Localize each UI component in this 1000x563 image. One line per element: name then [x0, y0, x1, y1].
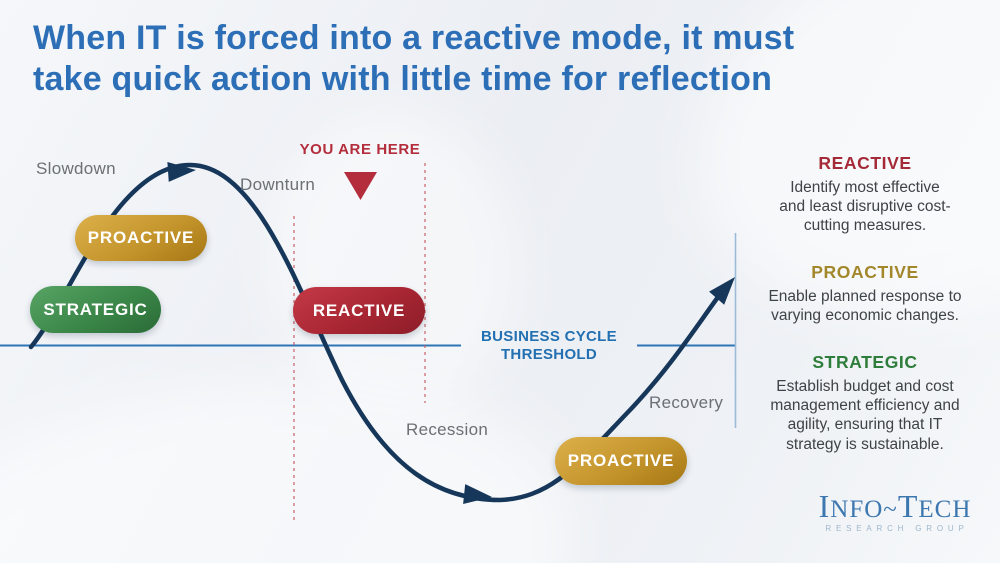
business-cycle-threshold-label: BUSINESS CYCLE THRESHOLD: [481, 328, 617, 363]
legend-reactive-heading: REACTIVE: [818, 153, 912, 173]
info-tech-logo-wordmark: INFO~TECH: [818, 488, 972, 524]
legend-proactive-heading: PROACTIVE: [811, 262, 919, 282]
legend-strategic-text: Establish budget and cost management eff…: [770, 378, 960, 453]
pill-reactive: REACTIVE: [293, 287, 425, 334]
pill-strategic: STRATEGIC: [30, 286, 161, 333]
legend-reactive-text: Identify most effective and least disrup…: [779, 179, 951, 235]
you-are-here-label: YOU ARE HERE: [299, 141, 421, 158]
stage-label-recovery: Recovery: [649, 393, 724, 412]
stage-label-slowdown: Slowdown: [36, 159, 116, 178]
curve-arrow-end-icon: [709, 277, 735, 305]
page-title: When IT is forced into a reactive mode, …: [33, 19, 795, 98]
you-are-here-triangle-icon: [344, 172, 377, 200]
business-cycle-curve: [28, 162, 721, 503]
legend-strategic: STRATEGIC Establish budget and cost mana…: [753, 352, 977, 454]
legend-reactive: REACTIVE Identify most effective and lea…: [753, 153, 977, 236]
legend-strategic-heading: STRATEGIC: [812, 352, 918, 372]
pill-proactive-slowdown: PROACTIVE: [75, 215, 207, 261]
curve-arrow-peak-icon: [167, 161, 196, 182]
stage-label-downturn: Downturn: [240, 175, 316, 194]
legend-proactive: PROACTIVE Enable planned response to var…: [753, 262, 977, 325]
info-tech-logo: INFO~TECH RESEARCH GROUP: [810, 490, 980, 533]
pill-proactive-recovery: PROACTIVE: [555, 437, 687, 485]
curve-arrow-trough-icon: [463, 484, 492, 505]
legend-proactive-text: Enable planned response to varying econo…: [768, 288, 962, 325]
stage-label-recession: Recession: [406, 420, 489, 439]
info-tech-logo-subtitle: RESEARCH GROUP: [825, 524, 969, 533]
